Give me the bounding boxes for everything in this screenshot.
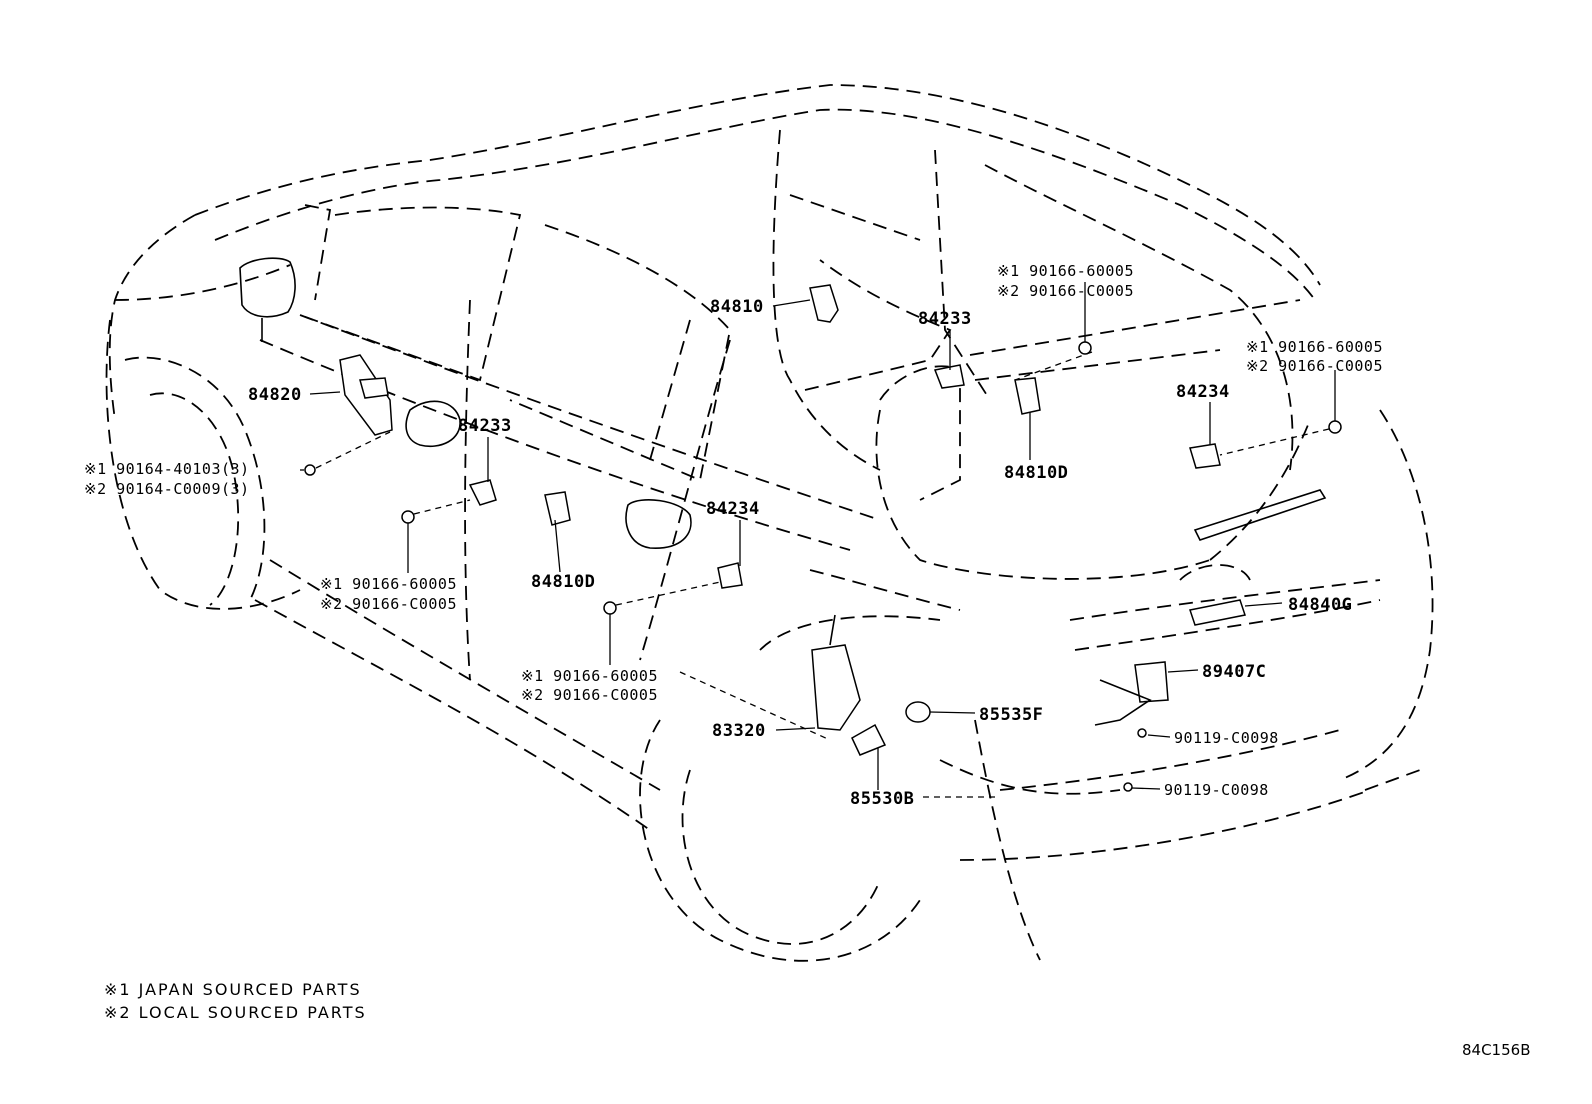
part-84234-switch-backdoor (1189, 443, 1221, 469)
ref-d-line2: ※2 90166-C0005 (1246, 357, 1383, 375)
label-85530b: 85530B (850, 789, 914, 809)
reference-labels: ※1 90166-60005 ※2 90166-C0005 ※1 90166-6… (84, 262, 1383, 704)
part-83320-sender (811, 614, 861, 731)
label-84234-backdoor: 84234 (1176, 382, 1230, 402)
label-84233-rear: 84233 (918, 309, 972, 329)
footnote-japan: ※1 JAPAN SOURCED PARTS (104, 980, 362, 999)
illustration-code: 84C156B (1462, 1041, 1530, 1059)
ref-c-line1: ※1 90166-60005 (997, 262, 1134, 280)
footnotes: ※1 JAPAN SOURCED PARTS ※2 LOCAL SOURCED … (104, 980, 367, 1022)
footnote-local: ※2 LOCAL SOURCED PARTS (104, 1003, 367, 1022)
label-84810: 84810 (710, 297, 764, 317)
ref-d-line1: ※1 90166-60005 (1246, 338, 1383, 356)
bolt-icons (304, 341, 1342, 792)
part-84810d-switch-door (544, 491, 571, 526)
part-84234-switch-door (717, 562, 743, 589)
part-85530b-pump (851, 723, 887, 756)
part-84233-switch-rear (933, 364, 965, 389)
label-85535f: 85535F (979, 705, 1043, 725)
part-85535f-connector (905, 701, 931, 723)
ref-e-line1: ※1 90164-40103(3) (84, 460, 250, 478)
part-84810-switch-upper (809, 284, 839, 323)
part-84810d-switch-backdoor (1014, 377, 1041, 415)
label-84234-door: 84234 (706, 499, 760, 519)
leader-lines (300, 282, 1336, 798)
label-90119-upper: 90119-C0098 (1174, 729, 1279, 747)
label-89407c: 89407C (1202, 662, 1266, 682)
ref-b-line2: ※2 90166-C0005 (521, 686, 658, 704)
label-90119-lower: 90119-C0098 (1164, 781, 1269, 799)
label-84820: 84820 (248, 385, 302, 405)
ref-c-line2: ※2 90166-C0005 (997, 282, 1134, 300)
part-labels: 84820 84810 84233 84233 84810D 84810D 84… (248, 297, 1352, 809)
label-84810d-door: 84810D (531, 572, 595, 592)
ref-b-line1: ※1 90166-60005 (521, 667, 658, 685)
label-83320: 83320 (712, 721, 766, 741)
part-84820-switch (339, 354, 393, 436)
part-84233-switch-front (468, 479, 497, 506)
ref-e-line2: ※2 90164-C0009(3) (84, 480, 250, 498)
ref-a-line2: ※2 90166-C0005 (320, 595, 457, 613)
label-84233-front: 84233 (458, 416, 512, 436)
part-89407c-sensor (1094, 661, 1169, 726)
label-84810d-backdoor: 84810D (1004, 463, 1068, 483)
car-body-outline (105, 84, 1434, 962)
label-84840g: 84840G (1288, 595, 1352, 615)
ref-a-line1: ※1 90166-60005 (320, 575, 457, 593)
part-84840g-switch (1189, 599, 1246, 626)
